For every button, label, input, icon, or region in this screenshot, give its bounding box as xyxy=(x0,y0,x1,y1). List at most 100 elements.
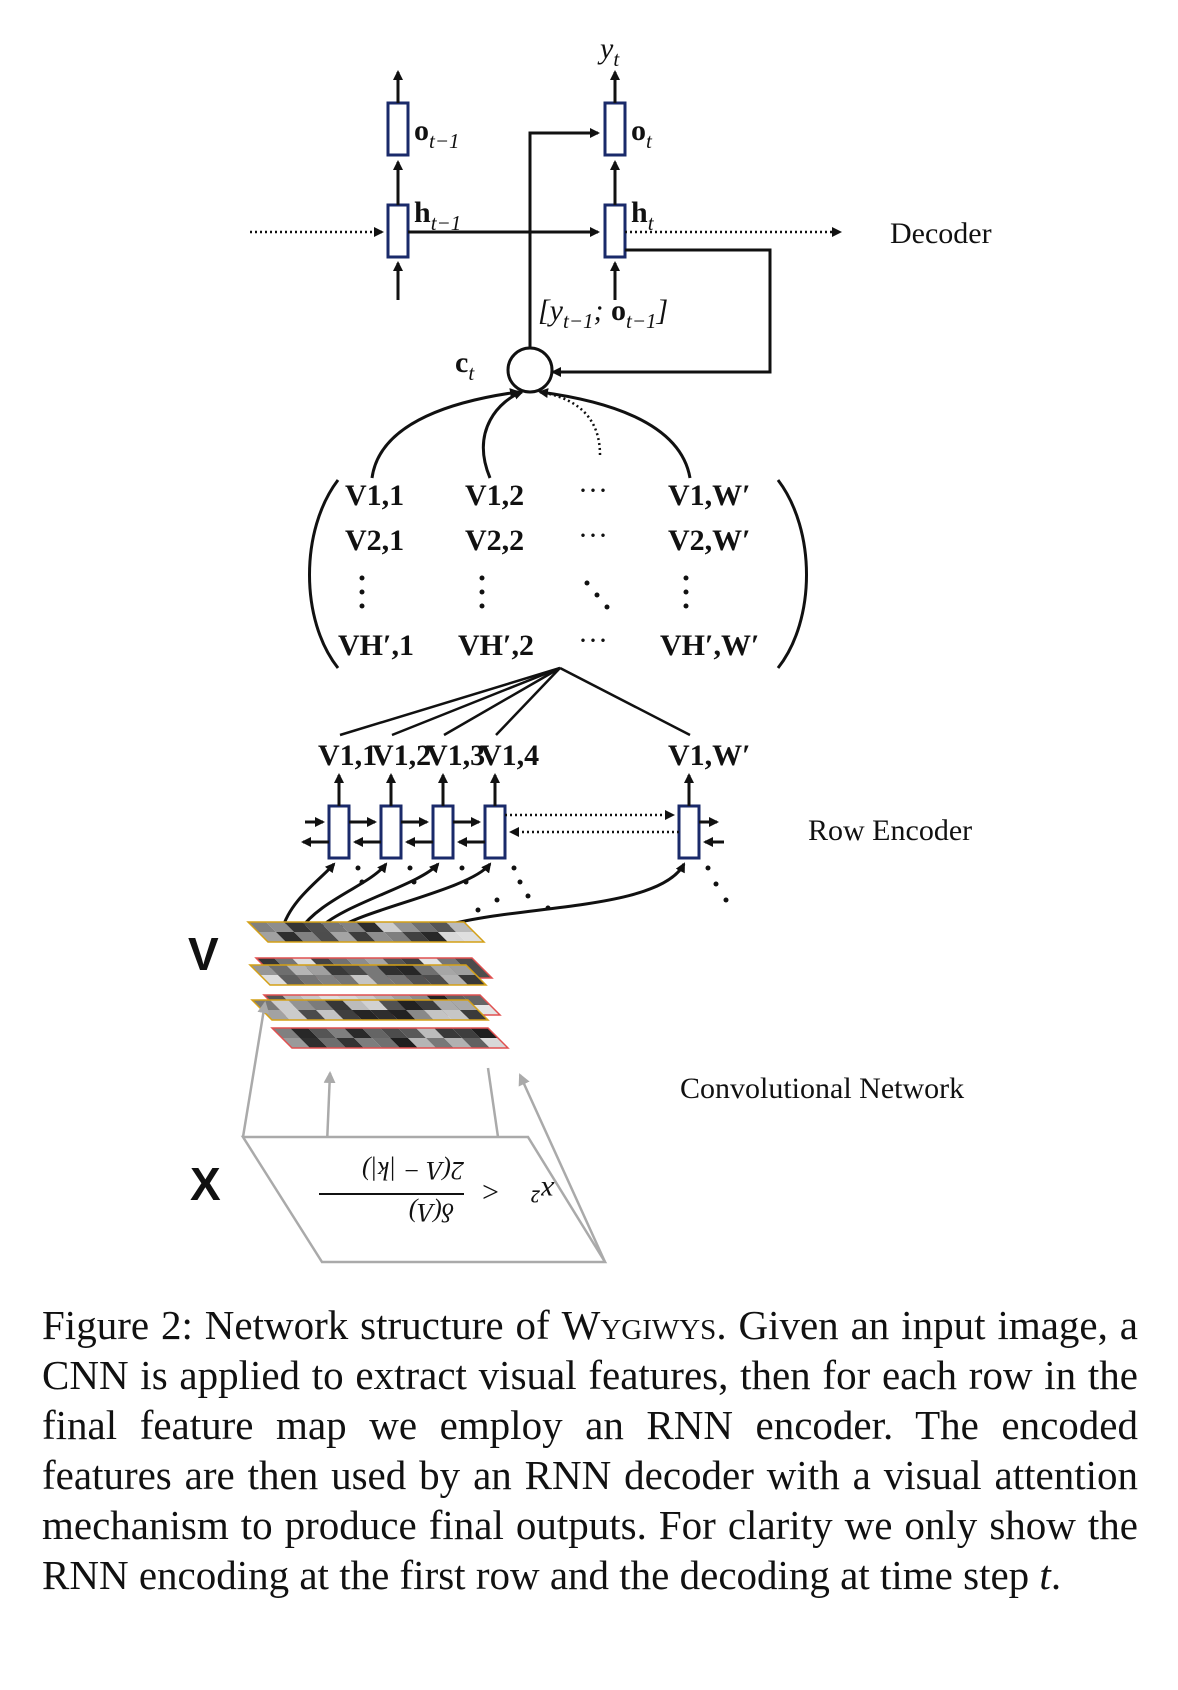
row-out-3: V1,3 xyxy=(426,739,485,772)
row-encoder-dots xyxy=(355,865,729,913)
svg-text:2(Λ − |k|): 2(Λ − |k|) xyxy=(362,1156,464,1185)
feature-cell xyxy=(448,965,476,975)
feature-cell xyxy=(358,965,386,975)
feature-map-slab xyxy=(248,964,488,986)
feature-cell xyxy=(424,1010,452,1020)
feature-cell xyxy=(362,1028,390,1038)
h-t-box xyxy=(603,203,627,259)
c-t-label: ct xyxy=(455,346,475,385)
feature-cell xyxy=(392,922,420,932)
feature-maps xyxy=(246,921,510,1049)
feature-cell xyxy=(282,1038,310,1048)
feature-cell xyxy=(462,1038,490,1048)
feature-cell xyxy=(378,1000,406,1010)
matrix-v2w: V2,W′ xyxy=(668,524,751,557)
x-label: X xyxy=(190,1158,221,1210)
feature-cell xyxy=(340,965,368,975)
feature-cell xyxy=(472,1005,500,1015)
input-image xyxy=(240,1135,608,1264)
feature-cell xyxy=(298,1010,326,1020)
matrix-right-paren xyxy=(776,479,808,669)
matrix-dots4: ··· xyxy=(578,624,608,657)
svg-text:x²: x² xyxy=(531,1175,555,1208)
feature-cell xyxy=(312,932,340,942)
o-prev-label: ot−1 xyxy=(414,114,460,153)
figure-caption: Figure 2: Network structure of Wygiwys. … xyxy=(42,1300,1138,1600)
feature-cell xyxy=(390,1038,418,1048)
feature-cell xyxy=(300,1038,328,1048)
y-t-label: yt xyxy=(597,32,620,71)
feature-cell xyxy=(258,932,286,942)
feature-cell xyxy=(266,922,294,932)
h-t-label: ht xyxy=(631,196,655,235)
feature-cell xyxy=(380,1028,408,1038)
matrix-v12: V1,2 xyxy=(465,479,524,512)
feature-cell xyxy=(354,1038,382,1048)
concat-label: [yt−1; ot−1] xyxy=(538,294,668,333)
feature-cell xyxy=(278,975,306,985)
feature-cell xyxy=(314,975,342,985)
feature-cell xyxy=(412,965,440,975)
decoder-label: Decoder xyxy=(890,217,992,250)
caption-part2: . Given an input image, a CNN is applied… xyxy=(42,1302,1138,1598)
feature-cell xyxy=(426,1038,454,1048)
feature-cell xyxy=(422,975,450,985)
feature-cell xyxy=(250,965,278,975)
row-out-2: V1,2 xyxy=(372,739,431,772)
feature-cell xyxy=(270,1000,298,1010)
feature-cell xyxy=(374,922,402,932)
row-out-w: V1,W′ xyxy=(668,739,751,772)
feature-cell xyxy=(352,1010,380,1020)
feature-cell xyxy=(410,922,438,932)
feature-cell xyxy=(320,922,348,932)
feature-cell xyxy=(408,1038,436,1048)
feature-cell xyxy=(286,965,314,975)
attention-arrows xyxy=(370,388,692,479)
h-prev-label: ht−1 xyxy=(414,196,461,235)
feature-cell xyxy=(316,1010,344,1020)
matrix-vdots xyxy=(359,575,689,610)
feature-cell xyxy=(308,1028,336,1038)
feature-cell xyxy=(428,922,456,932)
row-encoder-label: Row Encoder xyxy=(808,814,972,847)
decoder-block xyxy=(250,70,842,394)
feature-cell xyxy=(372,1038,400,1048)
feature-cell xyxy=(306,1000,334,1010)
caption-part1: Figure 2: Network structure of xyxy=(42,1302,562,1348)
feature-cell xyxy=(324,1000,352,1010)
feature-cell xyxy=(288,1000,316,1010)
feature-cell xyxy=(450,1000,478,1010)
network-diagram: yt ot−1 ot ht−1 ht [yt−1; ot−1] ct Decod… xyxy=(188,32,992,1264)
feature-cell xyxy=(420,932,448,942)
feature-cell xyxy=(272,1028,300,1038)
h-prev-box xyxy=(386,203,410,259)
feature-cell xyxy=(294,932,322,942)
matrix-to-row-lines xyxy=(339,666,691,737)
caption-end: . xyxy=(1050,1552,1062,1598)
feature-cell xyxy=(434,1028,462,1038)
v-label: V xyxy=(188,928,219,980)
feature-cell xyxy=(338,922,366,932)
matrix-vhw: VH′,W′ xyxy=(660,629,759,662)
feature-cell xyxy=(414,1000,442,1010)
feature-cell xyxy=(480,1038,508,1048)
feature-cell xyxy=(452,1028,480,1038)
matrix-vh2: VH′,2 xyxy=(458,629,534,662)
feature-cell xyxy=(432,1000,460,1010)
feature-cell xyxy=(394,965,422,975)
feature-cell xyxy=(350,975,378,985)
matrix-vh1: VH′,1 xyxy=(338,629,414,662)
feature-cell xyxy=(342,1000,370,1010)
input-formula: x² < δ(Λ) 2(Λ − |k|) xyxy=(319,1156,555,1227)
feature-cell xyxy=(416,1028,444,1038)
feature-cell xyxy=(334,1010,362,1020)
feature-cell xyxy=(360,1000,388,1010)
feature-cell xyxy=(442,1010,470,1020)
feature-cell xyxy=(248,922,276,932)
feature-cell xyxy=(386,975,414,985)
feature-cell xyxy=(260,975,288,985)
feature-cell xyxy=(296,975,324,985)
feature-map-slab xyxy=(270,1027,510,1049)
feature-matrix xyxy=(308,479,808,669)
feature-cell xyxy=(460,1010,488,1020)
